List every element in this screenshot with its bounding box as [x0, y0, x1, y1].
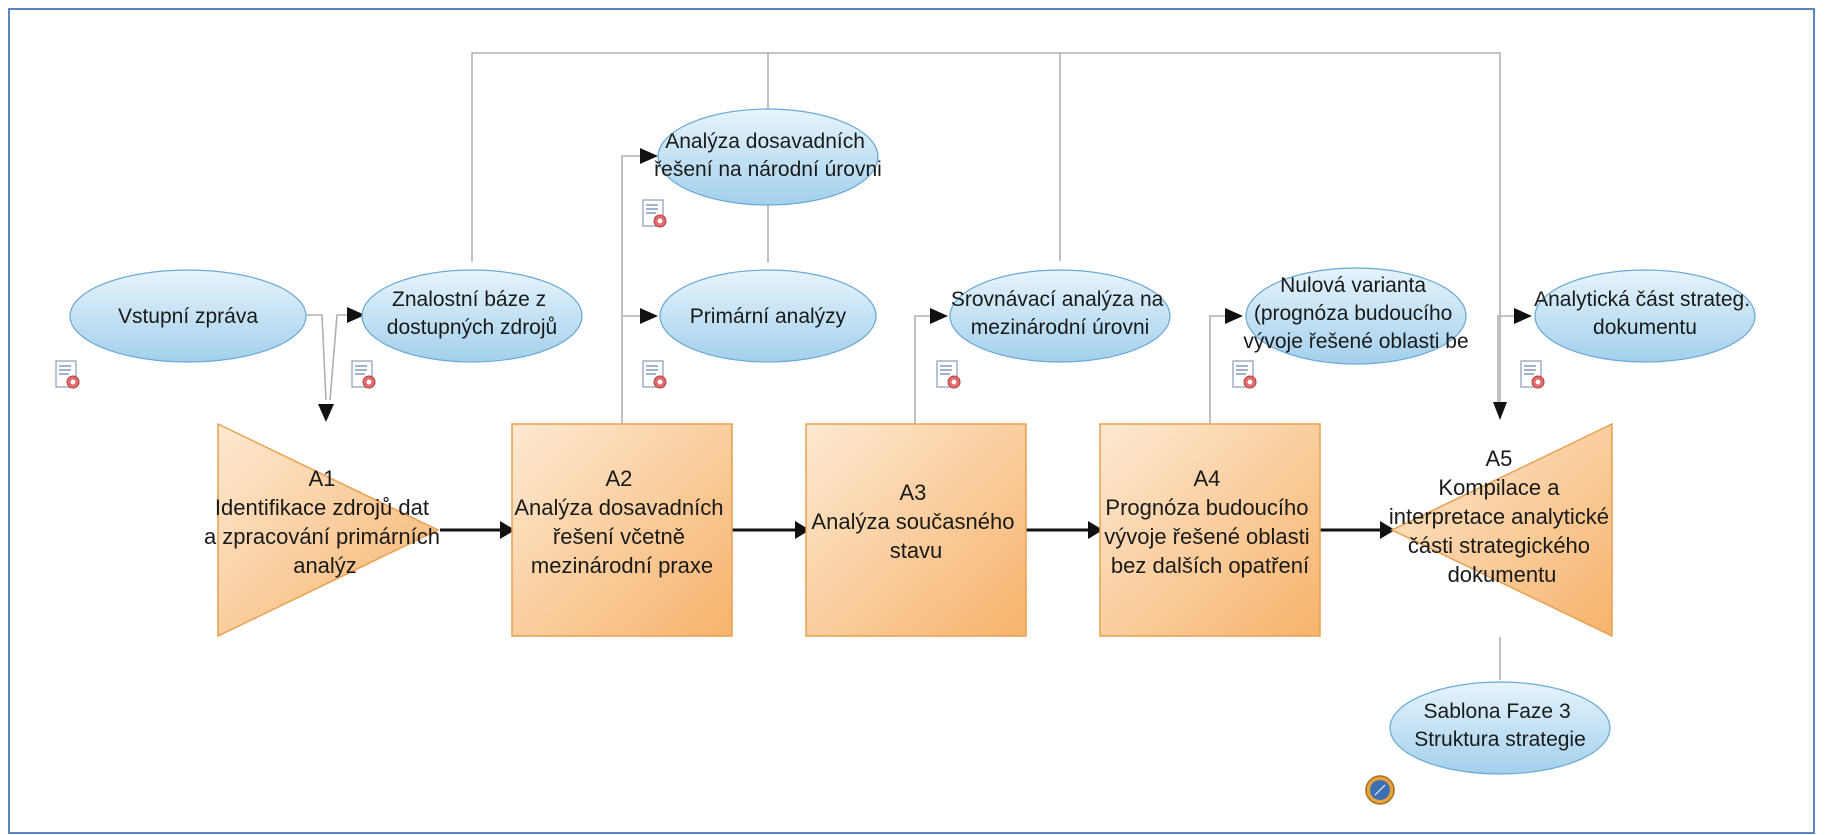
svg-text:Primární analýzy: Primární analýzy [690, 305, 847, 328]
output-analyza-dosavadnich[interactable]: Analýza dosavadních řešení na národní úr… [654, 108, 882, 206]
document-icon[interactable] [55, 360, 80, 389]
document-icon[interactable] [1520, 360, 1545, 389]
activity-a4-id: A4 [1193, 466, 1220, 491]
activity-a5-label: A5 Kompilace a interpretace analytické č… [1389, 446, 1615, 587]
activity-a1-id: A1 [308, 466, 335, 491]
activity-a2-label: A2 Analýza dosavadních řešení včetně mez… [514, 466, 729, 578]
activity-a2-id: A2 [605, 466, 632, 491]
activity-a2[interactable]: A2 Analýza dosavadních řešení včetně mez… [511, 423, 733, 637]
output-primarni-analyzy[interactable]: Primární analýzy [659, 269, 877, 363]
activity-a3[interactable]: A3 Analýza současného stavu [805, 423, 1027, 637]
svg-text:Vstupní zpráva: Vstupní zpráva [118, 305, 258, 328]
output-znalostni-baze[interactable]: Znalostní báze z dostupných zdrojů [361, 269, 583, 363]
branch-arrowheads [318, 148, 1532, 422]
activity-a4[interactable]: A4 Prognóza budoucího vývoje řešené obla… [1099, 423, 1321, 637]
svg-text:Sablona Faze 3 Struktura: Sablona Faze 3 Struktura strategie [1414, 700, 1586, 751]
activity-a5-id: A5 [1485, 446, 1512, 471]
activity-a3-id: A3 [899, 480, 926, 505]
input-vstupni-zprava[interactable]: Vstupní zpráva [69, 269, 307, 363]
svg-text:Analytická část strateg.: Analytická část strateg. dokumentu [1534, 288, 1756, 339]
activity-a5[interactable]: A5 Kompilace a interpretace analytické č… [1389, 422, 1615, 638]
document-icon[interactable] [642, 360, 667, 389]
svg-text:Znalostní báze z dostupn: Znalostní báze z dostupných zdrojů [387, 288, 557, 339]
compass-icon[interactable] [1365, 775, 1395, 805]
svg-text:Nulová varianta (prognóz: Nulová varianta (prognóza budoucího vývo… [1243, 274, 1468, 353]
output-nulova-varianta[interactable]: Nulová varianta (prognóza budoucího vývo… [1243, 267, 1469, 365]
svg-text:Srovnávací analýza na me: Srovnávací analýza na mezinárodní úrovni [951, 288, 1169, 339]
activity-a3-label: A3 Analýza současného stavu [811, 480, 1020, 563]
output-sablona-faze-3[interactable]: Sablona Faze 3 Struktura strategie [1389, 681, 1611, 775]
main-flow-arrowheads [500, 521, 1395, 539]
activity-a1[interactable]: A1 Identifikace zdrojů dat a zpracování … [204, 422, 446, 638]
document-icon[interactable] [1232, 360, 1257, 389]
activity-a1-label: A1 Identifikace zdrojů dat a zpracování … [204, 466, 446, 578]
svg-text:Analýza dosavadních řeše: Analýza dosavadních řešení na národní úr… [654, 130, 882, 181]
output-analyticka-cast[interactable]: Analytická část strateg. dokumentu [1534, 269, 1756, 363]
document-icon[interactable] [351, 360, 376, 389]
output-srovnavaci-analyza[interactable]: Srovnávací analýza na mezinárodní úrovni [949, 269, 1171, 363]
activity-a4-label: A4 Prognóza budoucího vývoje řešené obla… [1104, 466, 1316, 578]
document-icon[interactable] [642, 199, 667, 228]
document-icon[interactable] [936, 360, 961, 389]
